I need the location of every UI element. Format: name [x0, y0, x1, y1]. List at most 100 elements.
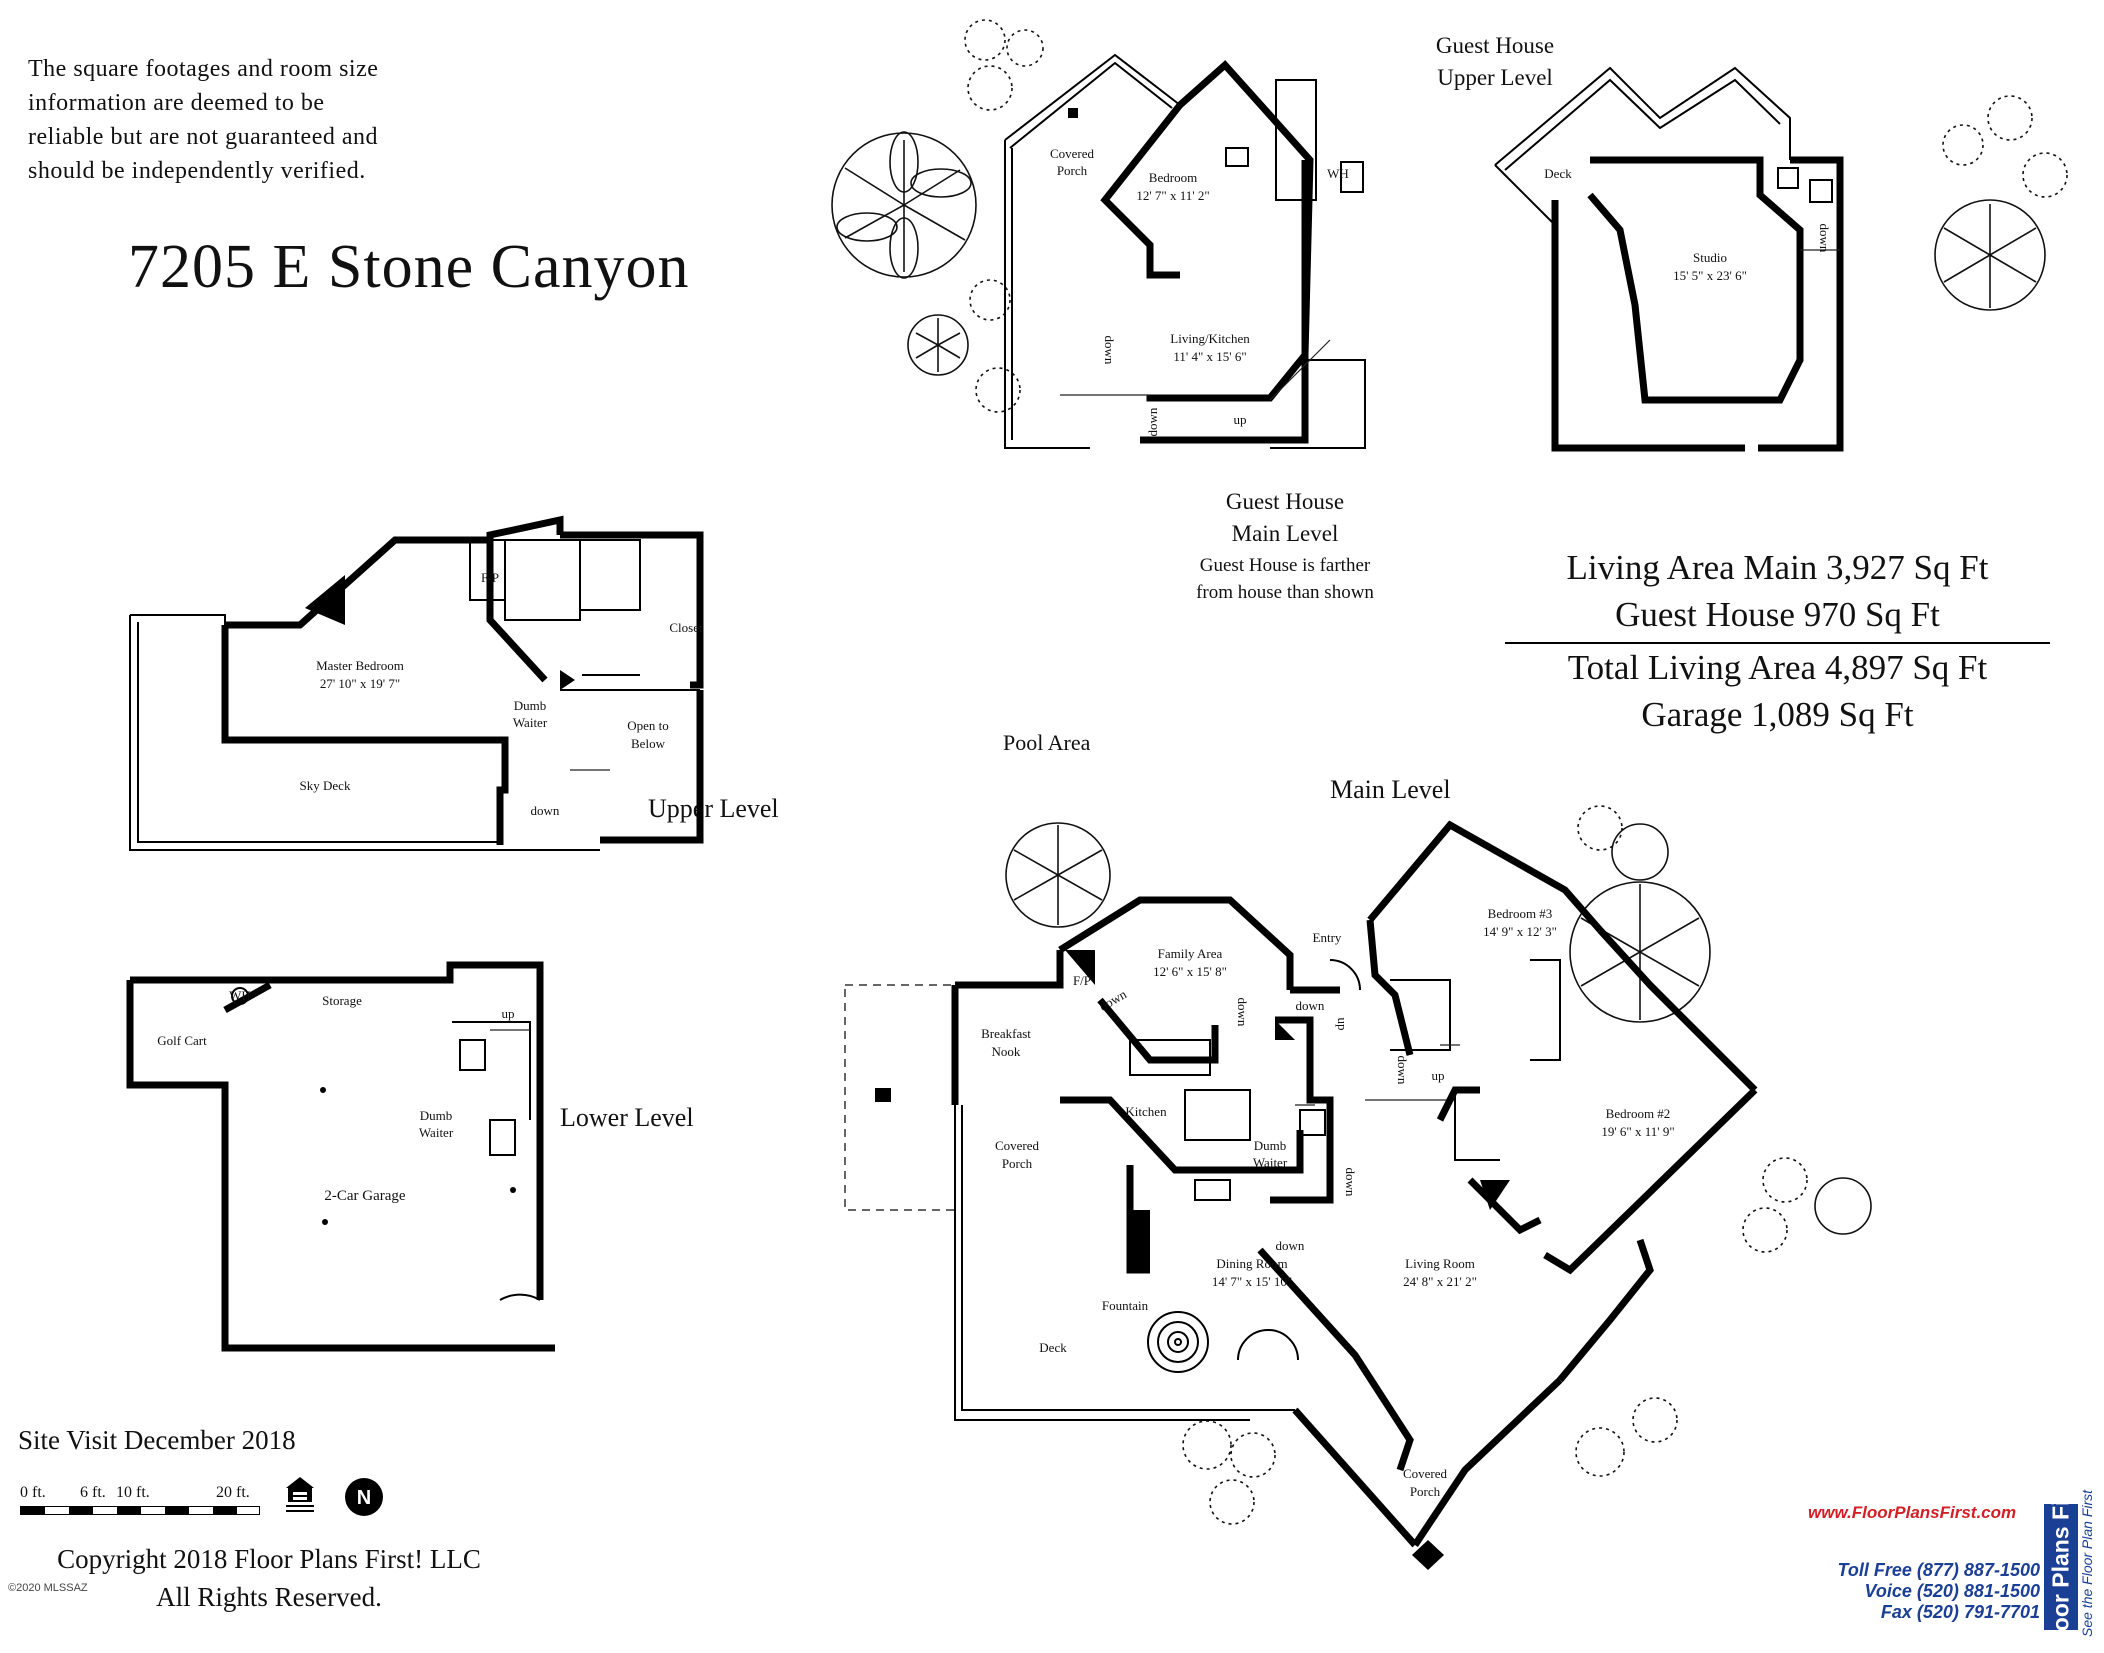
copyright: Copyright 2018 Floor Plans First! LLC Al… [14, 1540, 524, 1616]
fireplace-label: F/P [1073, 973, 1091, 988]
room-label-kitchen: Kitchen [1125, 1104, 1167, 1119]
stair-label-down: down [1296, 998, 1325, 1013]
stair-label-up: up [1234, 412, 1247, 427]
room-label-deck-guest: Deck [1544, 166, 1572, 181]
stair-label-up: up [502, 1006, 515, 1021]
mls-credit: ©2020 MLSSAZ [8, 1582, 88, 1594]
fireplace-label: F/P [481, 570, 499, 585]
brand-contacts: Toll Free (877) 887-1500 Voice (520) 881… [1760, 1560, 2040, 1623]
site-visit: Site Visit December 2018 [18, 1425, 296, 1455]
level-label-guest-main: Guest House Main Level [1190, 486, 1380, 550]
stair-label-down: down [1096, 986, 1129, 1014]
area-summary: Living Area Main 3,927 Sq Ft Guest House… [1505, 544, 2050, 738]
tree-icon [907, 314, 969, 376]
disclaimer-line: reliable but are not guaranteed and [28, 124, 379, 150]
room-label-entry: Entry [1313, 930, 1342, 945]
tree-icon [1611, 823, 1872, 1235]
level-label-upper: Upper Level [648, 794, 779, 823]
brand-logo-bar [2044, 1504, 2078, 1630]
stair-label-up: up [1432, 1068, 1445, 1083]
area-guest-house: Guest House 970 Sq Ft [1615, 595, 1940, 634]
guest-upper-line: Guest House [1435, 33, 1555, 58]
guest-main-line: Main Level [1231, 521, 1339, 546]
stair-label-down: down [531, 803, 560, 818]
equal-housing-icon [286, 1477, 314, 1512]
disclaimer-line: should be independently verified. [28, 158, 366, 184]
brand-url[interactable]: www.FloorPlansFirst.com [1808, 1503, 2017, 1522]
copyright-line: All Rights Reserved. [156, 1582, 382, 1612]
area-total: Total Living Area 4,897 Sq Ft [1567, 648, 1988, 687]
stair-label-down: down [1395, 1056, 1410, 1085]
area-garage: Garage 1,089 Sq Ft [1641, 695, 1914, 734]
water-heater-label: WH [1327, 166, 1349, 181]
guest-note: Guest House is farther from house than s… [1165, 552, 1405, 606]
room-label-sky-deck: Sky Deck [300, 778, 351, 793]
stair-label-down: down [1276, 1238, 1305, 1253]
room-label-deck-main: Deck [1039, 1340, 1067, 1355]
area-divider [1505, 642, 2050, 644]
copyright-line: Copyright 2018 Floor Plans First! LLC [57, 1544, 481, 1574]
area-living-main: Living Area Main 3,927 Sq Ft [1566, 548, 1989, 587]
scale-bar-graphic [20, 1506, 260, 1515]
scale-label: 10 ft. [116, 1484, 150, 1501]
fax-phone: Fax (520) 791-7701 [1880, 1602, 2040, 1622]
stair-label-down: down [1145, 407, 1160, 436]
address-title: 7205 E Stone Canyon [128, 233, 690, 301]
room-label-closet: Closet [669, 620, 703, 635]
level-label-lower: Lower Level [560, 1103, 694, 1132]
stair-label-down: down [1343, 1168, 1358, 1197]
shrub-icon [1182, 805, 1808, 1525]
scale-label: 0 ft. [20, 1484, 46, 1501]
tree-icon [831, 131, 977, 279]
room-label-storage: Storage [322, 993, 362, 1008]
level-label-main: Main Level [1330, 775, 1451, 804]
scale-bar: 0 ft. 6 ft. 10 ft. 20 ft. [20, 1484, 280, 1524]
disclaimer: The square footages and room size inform… [28, 52, 448, 188]
stair-label-down: down [1102, 336, 1117, 365]
main-level-plan [844, 820, 1758, 1570]
north-arrow-icon: N [345, 1478, 383, 1516]
tree-icon [1934, 199, 2046, 311]
room-label-garage: 2-Car Garage [324, 1188, 406, 1204]
guest-main-line: Guest House [1225, 489, 1345, 514]
brand-logo: Floor Plans First! See the Floor Plan Fi… [2044, 1434, 2098, 1652]
toll-free: Toll Free (877) 887-1500 [1837, 1560, 2040, 1580]
guest-house-upper-plan [1494, 66, 1844, 452]
disclaimer-line: The square footages and room size [28, 56, 379, 82]
room-label-golf-cart: Golf Cart [157, 1033, 207, 1048]
voice-phone: Voice (520) 881-1500 [1864, 1581, 2040, 1601]
scale-label: 20 ft. [216, 1484, 250, 1501]
guest-note-line: Guest House is farther [1199, 555, 1371, 576]
water-heater-label: WH [229, 988, 251, 1003]
room-label-fountain: Fountain [1102, 1298, 1149, 1313]
lower-level-plan [126, 961, 555, 1352]
level-label-guest-upper: Guest House Upper Level [1405, 30, 1585, 94]
scale-label: 6 ft. [80, 1484, 106, 1501]
stair-label-down: down [1235, 998, 1250, 1027]
stair-label-up: up [1335, 1018, 1350, 1031]
guest-note-line: from house than shown [1196, 582, 1374, 603]
tree-icon [1569, 881, 1711, 1023]
shrub-icon [1942, 95, 2068, 198]
guest-upper-line: Upper Level [1437, 65, 1553, 90]
pool-area-label: Pool Area [1003, 730, 1091, 755]
guest-house-main-plan [1004, 53, 1366, 449]
